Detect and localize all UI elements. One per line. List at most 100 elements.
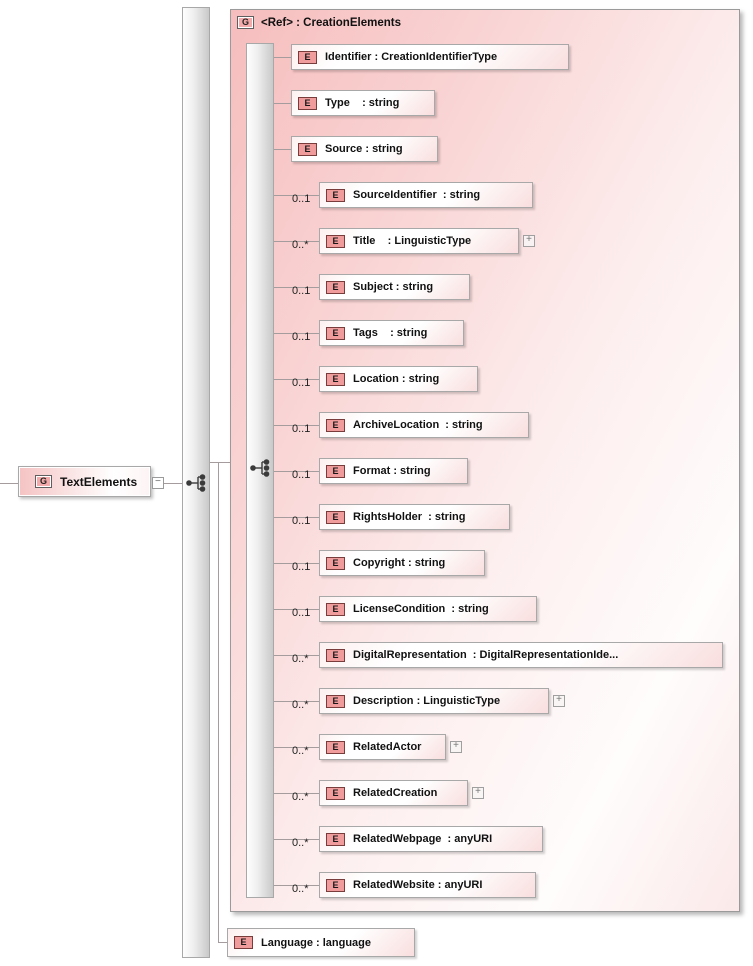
sequence-bar-inner <box>246 43 274 898</box>
cardinality-label: 0..* <box>292 745 309 757</box>
cardinality-label: 0..* <box>292 653 309 665</box>
element-icon: E <box>298 142 317 156</box>
connector-line <box>0 483 18 484</box>
element-box-location[interactable]: E Location : string <box>319 366 478 392</box>
element-label: SourceIdentifier : string <box>353 189 481 201</box>
element-label: LicenseCondition : string <box>353 603 489 615</box>
sequence-icon[interactable] <box>186 474 208 492</box>
connector-line <box>274 471 319 472</box>
element-box-tags[interactable]: E Tags : string <box>319 320 464 346</box>
connector-line <box>274 425 319 426</box>
element-box-title[interactable]: E Title : LinguisticType <box>319 228 519 254</box>
expand-icon[interactable]: + <box>472 787 484 799</box>
cardinality-label: 0..1 <box>292 515 311 527</box>
element-label: Source : string <box>325 143 403 155</box>
element-icon: E <box>326 464 345 478</box>
element-icon: E <box>326 510 345 524</box>
element-box-format[interactable]: E Format : string <box>319 458 468 484</box>
element-box-subject[interactable]: E Subject : string <box>319 274 470 300</box>
cardinality-label: 0..* <box>292 239 309 251</box>
element-box-sourceidentifier[interactable]: E SourceIdentifier : string <box>319 182 533 208</box>
expand-icon[interactable]: + <box>553 695 565 707</box>
cardinality-label: 0..* <box>292 791 309 803</box>
cardinality-label: 0..1 <box>292 377 311 389</box>
element-icon: E <box>326 280 345 294</box>
element-label: RelatedWebsite : anyURI <box>353 879 483 891</box>
element-icon: E <box>326 326 345 340</box>
element-label: ArchiveLocation : string <box>353 419 483 431</box>
element-icon: E <box>326 372 345 386</box>
element-label: Identifier : CreationIdentifierType <box>325 51 498 63</box>
element-label: Description : LinguisticType <box>353 695 501 707</box>
element-icon: E <box>326 234 345 248</box>
element-icon: E <box>234 936 253 949</box>
element-box-copyright[interactable]: E Copyright : string <box>319 550 485 576</box>
cardinality-label: 0..1 <box>292 193 311 205</box>
element-label: RelatedWebpage : anyURI <box>353 833 493 845</box>
group-textelements[interactable]: G TextElements <box>18 466 151 497</box>
connector-line <box>274 517 319 518</box>
connector-line <box>274 563 319 564</box>
element-label: Subject : string <box>353 281 434 293</box>
cardinality-label: 0..* <box>292 699 309 711</box>
connector-line <box>274 149 291 150</box>
element-icon: E <box>298 50 317 64</box>
element-icon: E <box>326 556 345 570</box>
element-label: Tags : string <box>353 327 428 339</box>
element-box-licensecondition[interactable]: E LicenseCondition : string <box>319 596 537 622</box>
element-label: RightsHolder : string <box>353 511 466 523</box>
group-icon: G <box>237 16 254 29</box>
element-icon: E <box>326 648 345 662</box>
connector-line <box>218 942 228 943</box>
element-label: Title : LinguisticType <box>353 235 472 247</box>
expand-icon[interactable]: + <box>523 235 535 247</box>
element-icon: E <box>326 786 345 800</box>
element-icon: E <box>326 694 345 708</box>
cardinality-label: 0..1 <box>292 469 311 481</box>
cardinality-label: 0..1 <box>292 285 311 297</box>
element-icon: E <box>326 602 345 616</box>
element-label: Language : language <box>261 936 372 949</box>
connector-line <box>274 885 319 886</box>
element-box-language[interactable]: E Language : language <box>227 928 415 957</box>
connector-line <box>274 839 319 840</box>
cardinality-label: 0..1 <box>292 607 311 619</box>
element-box-source[interactable]: E Source : string <box>291 136 438 162</box>
element-box-rightsholder[interactable]: E RightsHolder : string <box>319 504 510 530</box>
cardinality-label: 0..* <box>292 837 309 849</box>
element-box-identifier[interactable]: E Identifier : CreationIdentifierType <box>291 44 569 70</box>
connector-line <box>274 747 319 748</box>
collapse-toggle[interactable]: − <box>152 477 164 489</box>
connector-line <box>274 333 319 334</box>
element-icon: E <box>326 188 345 202</box>
connector-line <box>274 195 319 196</box>
group-icon: G <box>35 475 52 488</box>
element-icon: E <box>326 740 345 754</box>
element-box-description[interactable]: E Description : LinguisticType <box>319 688 549 714</box>
sequence-icon[interactable] <box>250 459 272 477</box>
cardinality-label: 0..1 <box>292 423 311 435</box>
group-title: <Ref> : CreationElements <box>261 16 401 29</box>
cardinality-label: 0..* <box>292 883 309 895</box>
element-box-relatedactor[interactable]: E RelatedActor <box>319 734 446 760</box>
connector-line <box>274 655 319 656</box>
cardinality-label: 0..1 <box>292 561 311 573</box>
element-label: Format : string <box>353 465 431 477</box>
element-label: Type : string <box>325 97 400 109</box>
connector-line <box>274 241 319 242</box>
expand-icon[interactable]: + <box>450 741 462 753</box>
element-label: Location : string <box>353 373 440 385</box>
connector-line <box>274 701 319 702</box>
connector-line <box>274 57 291 58</box>
element-label: RelatedActor <box>353 741 422 753</box>
group-header: G <Ref> : CreationElements <box>237 16 401 29</box>
connector-line <box>274 287 319 288</box>
element-label: Copyright : string <box>353 557 446 569</box>
